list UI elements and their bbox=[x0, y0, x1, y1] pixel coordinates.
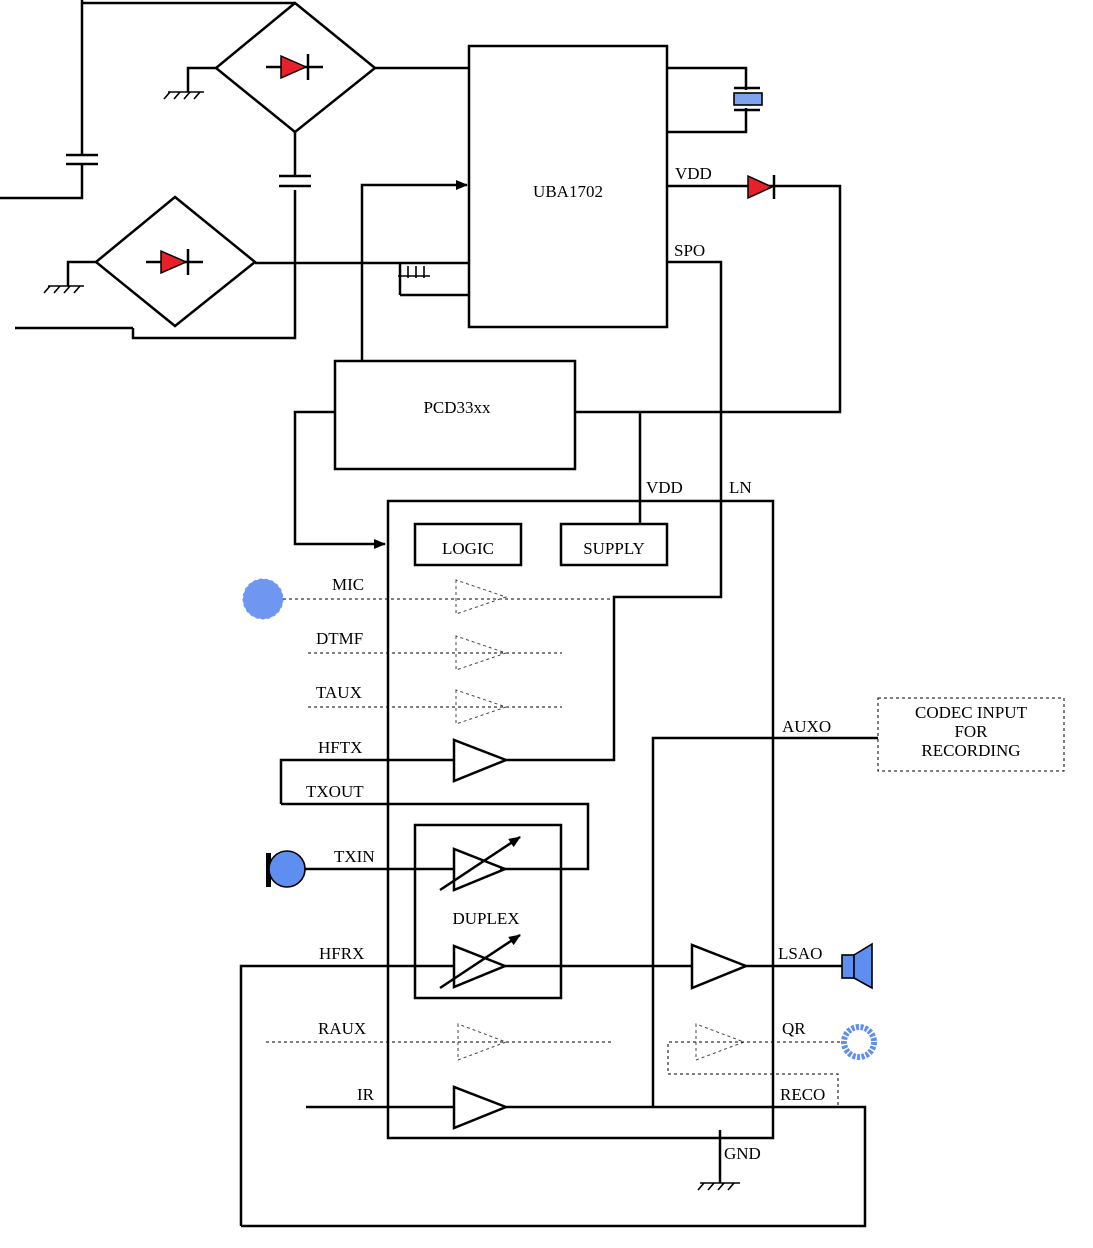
lsao-pin-label: LSAO bbox=[778, 944, 822, 963]
duplex-label: DUPLEX bbox=[452, 909, 519, 928]
txin-pin-label: TXIN bbox=[334, 847, 375, 866]
uba-vdd-label: VDD bbox=[675, 164, 712, 183]
pcd33xx-block: PCD33xx bbox=[333, 359, 577, 471]
mic-pin-label: MIC bbox=[332, 575, 364, 594]
dtmf-pin-label: DTMF bbox=[316, 629, 363, 648]
vdd-pin-label: VDD bbox=[646, 478, 683, 497]
txout-wire bbox=[281, 802, 590, 871]
ln-pin-label: LN bbox=[729, 478, 752, 497]
coupling-capacitor-left bbox=[66, 153, 98, 166]
crystal-resonator bbox=[667, 66, 763, 134]
uba-spo-label: SPO bbox=[674, 241, 705, 260]
uba1702-label: UBA1702 bbox=[533, 182, 603, 201]
pcd33xx-label: PCD33xx bbox=[423, 398, 491, 417]
ring-icon bbox=[841, 1024, 877, 1060]
duplex-block: DUPLEX bbox=[413, 823, 563, 1000]
bridge-rectifier-top bbox=[163, 1, 469, 134]
hfrx-pin-label: HFRX bbox=[319, 944, 364, 963]
line-input-wiring bbox=[0, 0, 297, 340]
auxo-pin-label: AUXO bbox=[782, 717, 831, 736]
pcd-to-uba-arrow bbox=[360, 180, 468, 361]
auxo-wire bbox=[651, 736, 878, 1107]
gnd-pin-label: GND bbox=[724, 1144, 761, 1163]
main-ic-block bbox=[386, 499, 775, 1140]
hftx-path bbox=[279, 738, 510, 804]
microphone-mic bbox=[242, 578, 612, 620]
speaker-icon bbox=[841, 942, 873, 990]
qr-path bbox=[667, 1023, 877, 1107]
logic-label: LOGIC bbox=[442, 539, 494, 558]
vdd-output-diode bbox=[575, 174, 842, 414]
uba1702-block: UBA1702 bbox=[467, 44, 669, 329]
qr-pin-label: QR bbox=[782, 1019, 806, 1038]
transistor-switch bbox=[398, 263, 469, 297]
ir-pin-label: IR bbox=[357, 1085, 375, 1104]
txout-pin-label: TXOUT bbox=[306, 782, 364, 801]
hftx-pin-label: HFTX bbox=[318, 738, 362, 757]
ground-icon bbox=[697, 1130, 740, 1191]
codec-input-block: CODEC INPUT FOR RECORDING bbox=[877, 697, 1065, 772]
coupling-capacitor-middle bbox=[279, 174, 311, 188]
codec-line-3: RECORDING bbox=[921, 741, 1020, 760]
spo-to-ln-wire bbox=[505, 260, 723, 762]
microphone-txin bbox=[266, 835, 521, 892]
raux-path bbox=[266, 1023, 612, 1061]
reco-pin-label: RECO bbox=[780, 1085, 825, 1104]
bridge-rectifier-bottom bbox=[43, 195, 469, 328]
codec-line-1: CODEC INPUT bbox=[915, 703, 1028, 722]
codec-line-2: FOR bbox=[954, 722, 988, 741]
raux-pin-label: RAUX bbox=[318, 1019, 366, 1038]
logic-block: LOGIC bbox=[413, 522, 523, 567]
taux-pin-label: TAUX bbox=[316, 683, 362, 702]
taux-path bbox=[308, 689, 562, 725]
dtmf-path bbox=[308, 635, 562, 671]
supply-block: SUPPLY bbox=[559, 522, 669, 567]
diode-icon bbox=[160, 249, 188, 275]
ir-path bbox=[241, 1085, 867, 1228]
diode-icon bbox=[280, 54, 308, 80]
hfrx-path bbox=[239, 933, 842, 1226]
pcd-to-logic-arrow bbox=[293, 410, 386, 549]
supply-label: SUPPLY bbox=[583, 539, 645, 558]
diode-icon bbox=[747, 174, 774, 200]
